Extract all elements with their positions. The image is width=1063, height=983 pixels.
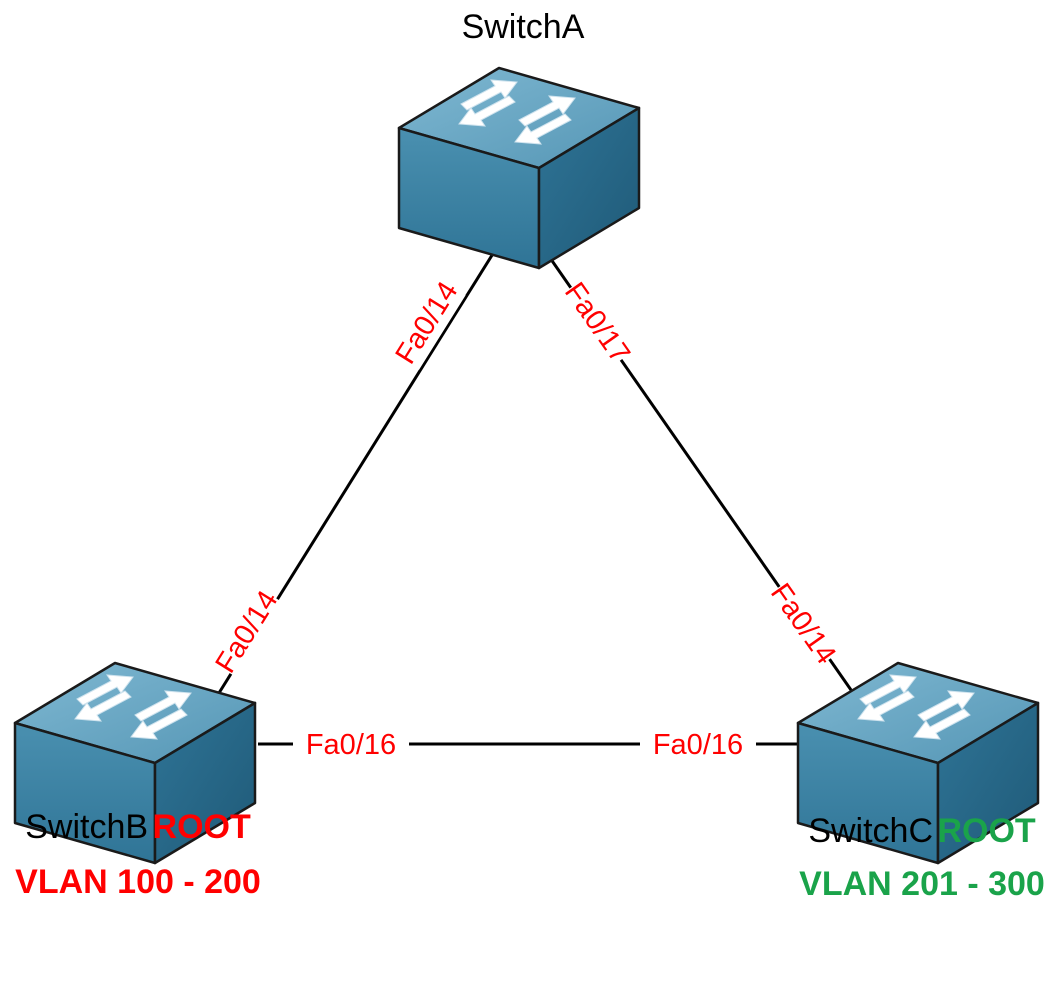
switch-a[interactable] xyxy=(397,66,641,270)
switch-c-root-label: ROOT xyxy=(937,812,1035,850)
switch-b-label: SwitchB ROOT xyxy=(25,808,251,846)
port-label: Fa0/17 xyxy=(558,277,636,369)
switch-c-label: SwitchC ROOT xyxy=(808,812,1036,850)
port-label: Fa0/16 xyxy=(653,729,743,761)
switch-b-name: SwitchB xyxy=(25,808,148,846)
switch-b-root-label: ROOT xyxy=(153,808,251,846)
switch-c-name: SwitchC xyxy=(808,812,933,850)
switch-c-vlan-range: VLAN 201 - 300 xyxy=(799,865,1045,903)
switch-b-vlan-range: VLAN 100 - 200 xyxy=(15,863,261,901)
links xyxy=(207,251,860,746)
network-switch-icon xyxy=(397,66,641,270)
port-label: Fa0/14 xyxy=(764,578,842,670)
switch-a-name: SwitchA xyxy=(462,8,585,46)
port-label: Fa0/16 xyxy=(306,729,396,761)
port-labels: Fa0/14 Fa0/14 Fa0/17 Fa0/14 Fa0/16 Fa0/1… xyxy=(208,276,843,762)
